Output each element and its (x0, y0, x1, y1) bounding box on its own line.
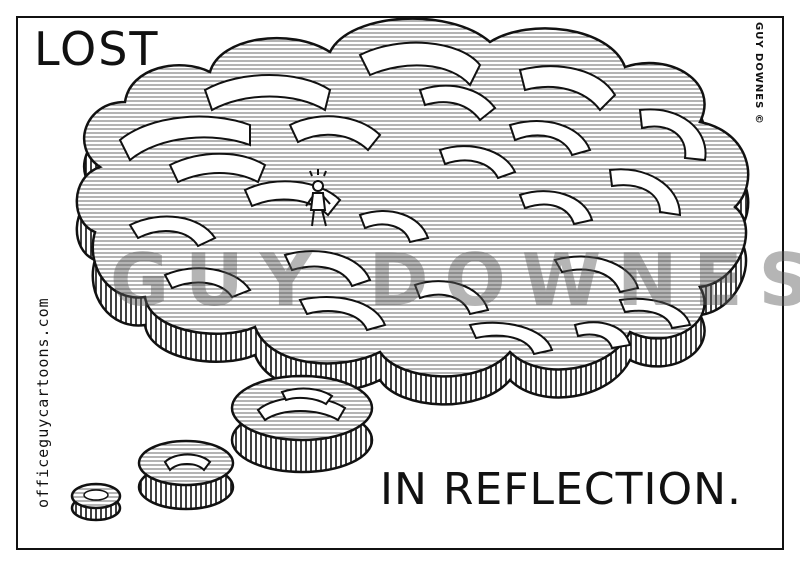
artist-credit: GUY DOWNES © (753, 22, 764, 125)
cartoon-frame (16, 16, 784, 550)
website-credit: officeguycartoons.com (34, 297, 52, 508)
cartoon-title: LOST (34, 22, 160, 76)
cartoon-caption: IN REFLECTION. (380, 464, 742, 515)
main-maze (75, 17, 750, 406)
figure-man (305, 169, 331, 227)
thought-bubble-maze (70, 374, 374, 522)
